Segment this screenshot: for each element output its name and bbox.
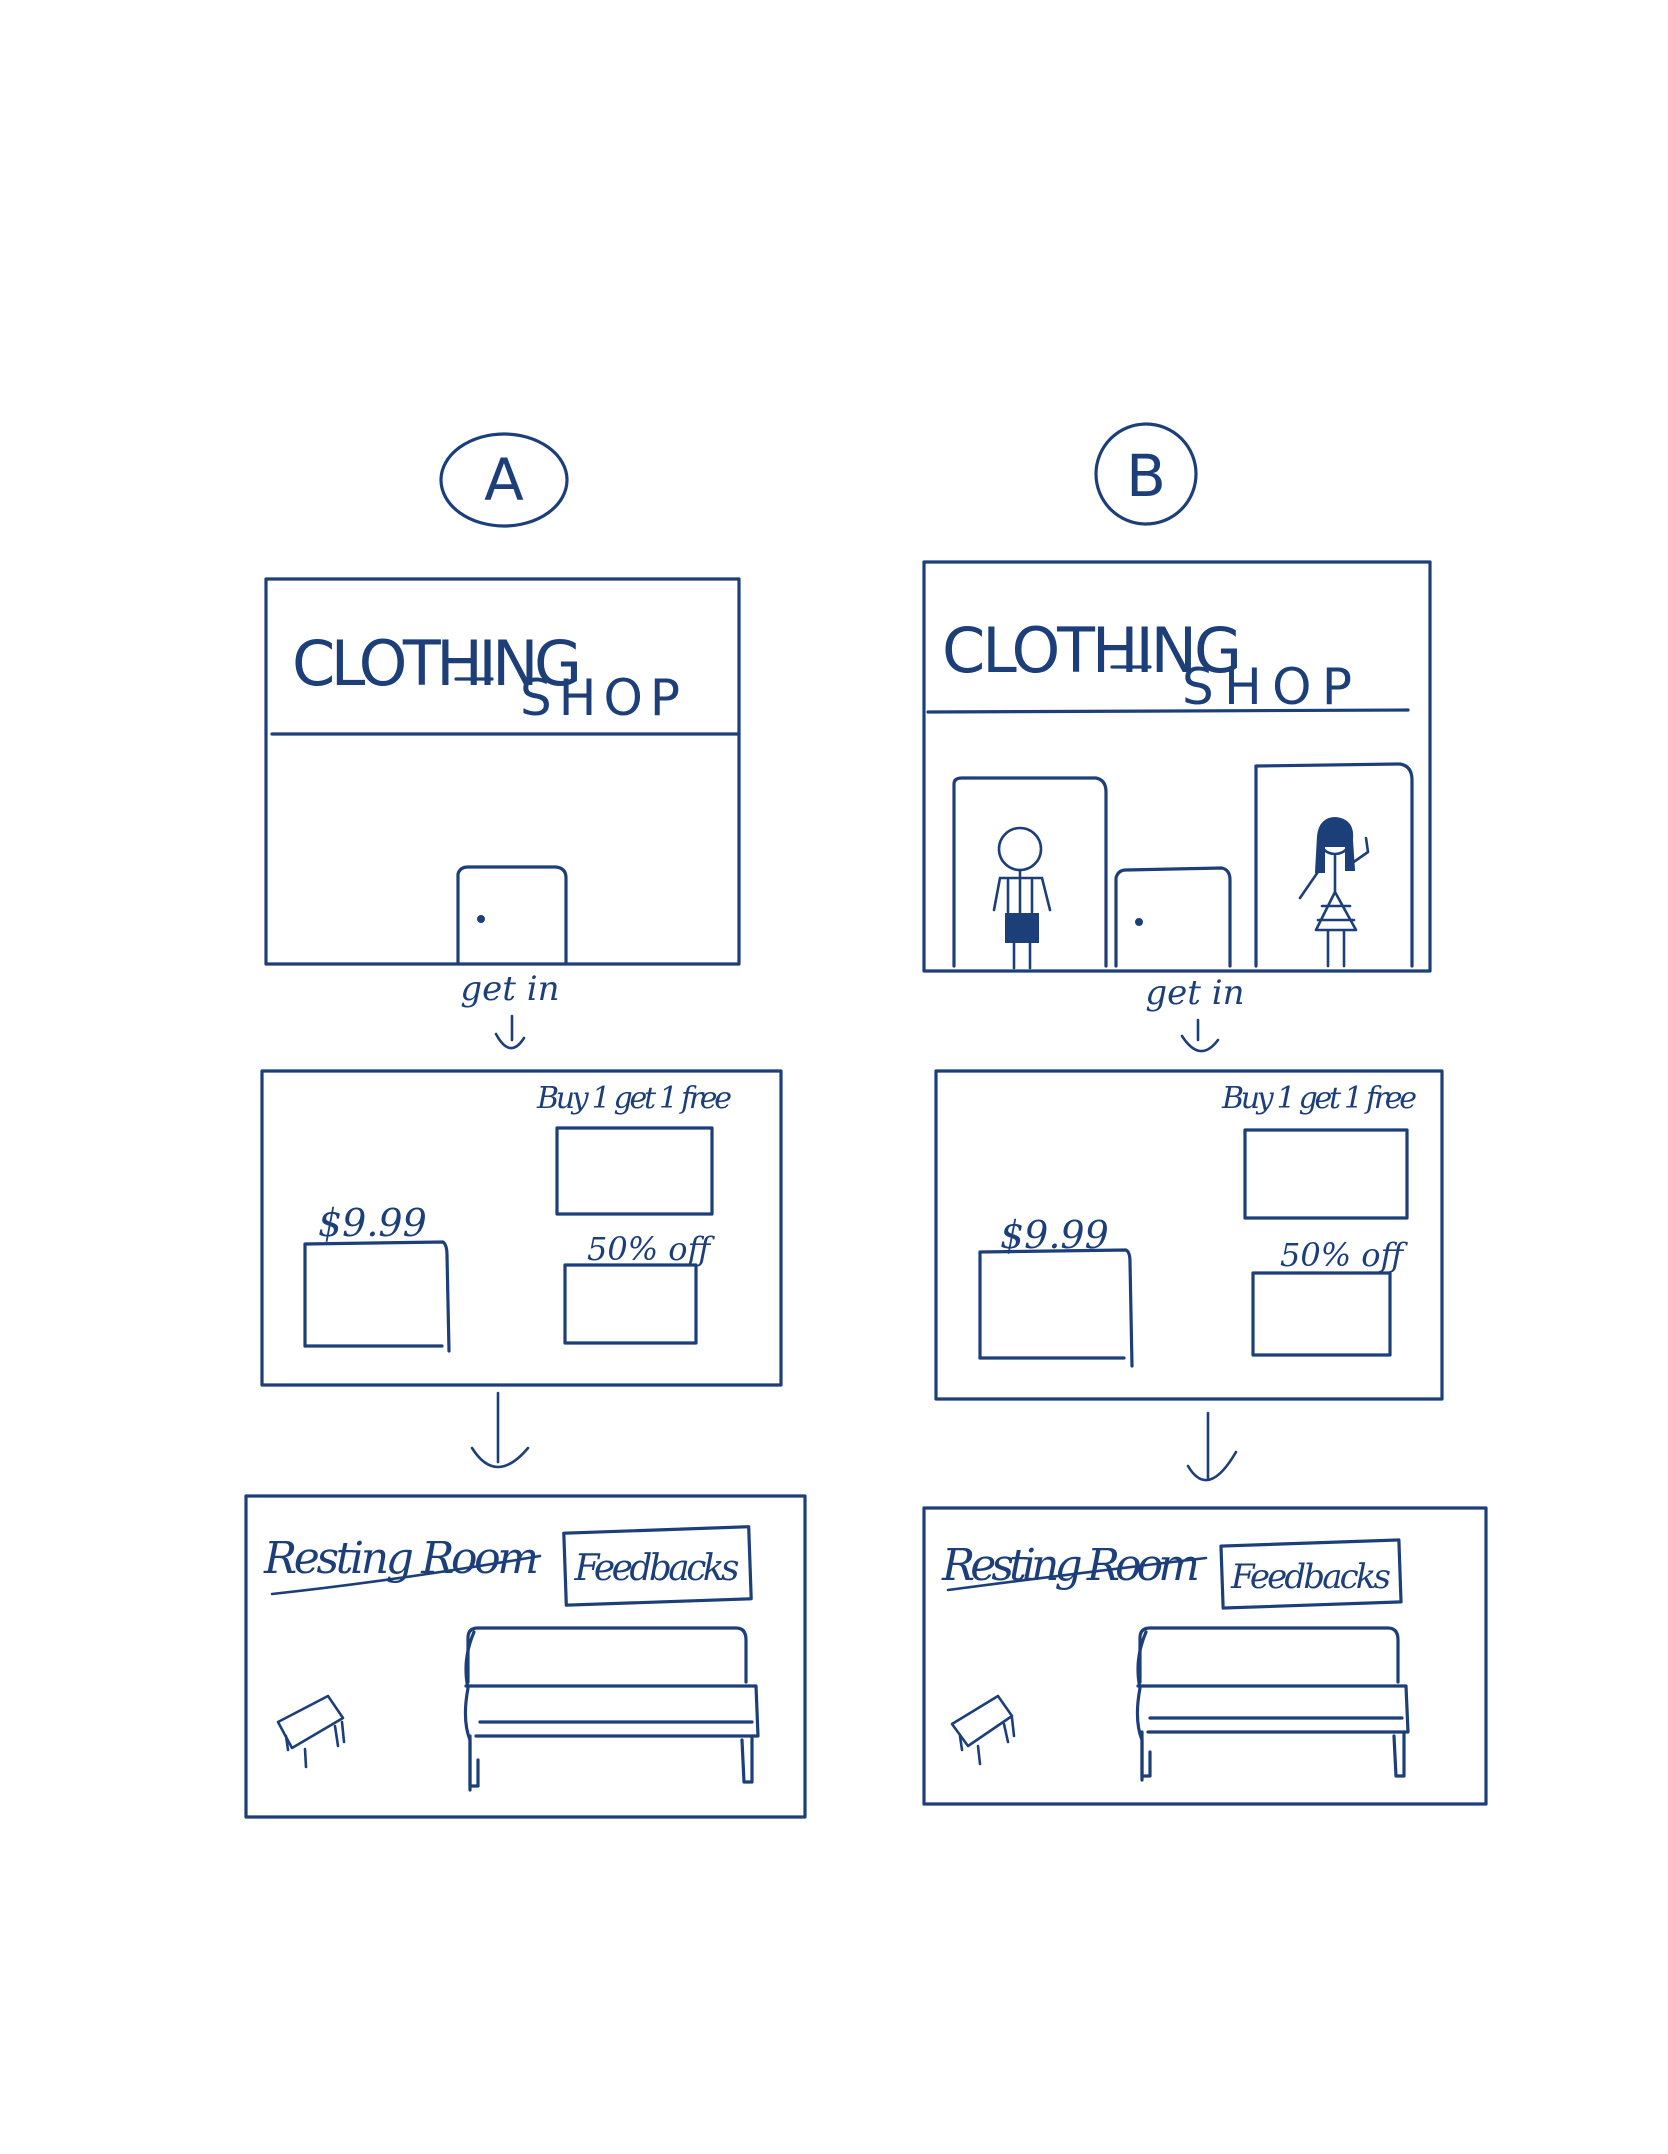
sofa-icon [1135,1626,1410,1782]
door-icon[interactable] [456,865,568,966]
room-title-underline [946,1556,1208,1592]
door-knob-icon [477,915,485,923]
display-window-right [1254,762,1414,968]
sofa-legs [1140,1730,1406,1778]
option-b-store-interior: Buy 1 get 1 free $9.99 50% off [934,1069,1444,1401]
discount-label: 50% off [1280,1236,1409,1274]
room-frame [244,1494,807,1819]
storefront-sign-divider [926,708,1410,714]
discount-item-box[interactable] [1251,1271,1392,1357]
stool-legs [958,1716,1016,1766]
option-a-resting-room: Resting Room Feedbacks [244,1494,807,1819]
option-a: A CLOTHING SHOP get in Buy 1 get 1 free … [244,432,807,1819]
store-frame [260,1069,783,1387]
option-b-label-circle [1094,422,1198,526]
discount-label: 50% off [587,1230,716,1268]
sofa-legs [468,1734,754,1788]
option-a-label-circle [439,432,569,528]
entry-label: get in [1145,973,1244,1013]
sofa-seat [463,1630,760,1792]
price-item-box[interactable] [303,1240,451,1353]
entry-label: get in [460,969,559,1009]
promo-item-box[interactable] [555,1126,714,1216]
feedback-button[interactable] [562,1525,753,1607]
stool-icon [276,1694,346,1769]
room-title-underline [270,1554,542,1596]
boy-body [992,868,1052,918]
sofa-back [466,1626,748,1684]
option-b-storefront: CLOTHING SHOP [922,560,1432,973]
stool-icon [950,1694,1016,1766]
shop-subtitle: SHOP [1182,658,1352,716]
promo-label: Buy 1 get 1 free [1221,1081,1417,1116]
stool-legs [284,1720,346,1769]
sofa-icon [463,1626,760,1792]
girl-body [1298,836,1370,968]
room-frame [922,1506,1488,1806]
next-arrow-icon [1186,1411,1238,1482]
girl-mannequin-icon [1298,816,1370,968]
option-a-label: A [484,446,524,514]
door-knob-icon [1135,918,1143,926]
option-a-storefront: CLOTHING SHOP [264,577,741,966]
feedback-button-label[interactable]: Feedbacks [1230,1557,1391,1597]
option-b-resting-room: Resting Room Feedbacks [922,1506,1488,1806]
storefront-frame [264,577,741,966]
promo-label: Buy 1 get 1 free [536,1081,732,1116]
feedback-button[interactable] [1219,1538,1403,1610]
feedback-button-label[interactable]: Feedbacks [574,1548,740,1589]
entry-arrow-icon [1180,1018,1220,1053]
boy-mannequin-icon [992,826,1052,970]
discount-item-box[interactable] [563,1263,698,1345]
shop-subtitle: SHOP [520,669,680,727]
boy-legs [1012,940,1032,970]
door-icon[interactable] [1114,866,1232,968]
storefront-frame [922,560,1432,973]
next-arrow-icon [470,1391,530,1469]
sofa-seat [1135,1630,1410,1782]
girl-hair [1314,816,1356,873]
price-label: $9.99 [318,1201,427,1245]
store-frame [934,1069,1444,1401]
room-title: Resting Room [941,1540,1200,1591]
price-item-box[interactable] [978,1248,1134,1368]
entry-arrow-icon [494,1014,526,1050]
shop-title: CLOTHING [292,627,582,700]
option-b: B CLOTHING SHOP [922,422,1488,1806]
option-b-label: B [1126,442,1166,510]
promo-item-box[interactable] [1243,1128,1409,1220]
option-a-store-interior: Buy 1 get 1 free $9.99 50% off [260,1069,783,1387]
stool-top [950,1694,1014,1748]
room-title: Resting Room [263,1533,539,1584]
boy-head [997,826,1043,872]
display-window-left [952,776,1108,968]
sofa-back [1138,1626,1400,1684]
boy-shorts [1005,913,1039,943]
shop-title: CLOTHING [942,614,1242,687]
